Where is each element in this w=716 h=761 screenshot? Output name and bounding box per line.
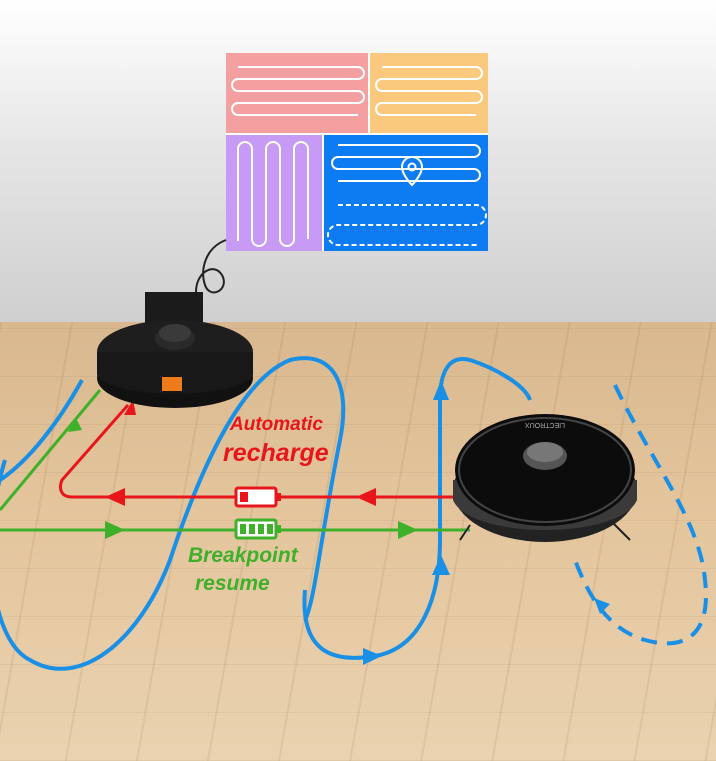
map-path-orange — [375, 66, 483, 116]
arrow-red-2 — [105, 488, 125, 506]
arrow-green-3 — [68, 418, 82, 432]
arrow-green-2 — [398, 521, 418, 539]
arrow-blue-dashed — [594, 598, 610, 614]
map-zone-blue — [324, 135, 488, 251]
arrow-green-1 — [105, 521, 125, 539]
recharge-path — [58, 404, 470, 499]
blue-path-far-left — [0, 379, 84, 482]
battery-low-icon — [234, 486, 281, 508]
arrow-red-3 — [124, 400, 136, 415]
location-pin-icon — [400, 155, 424, 187]
arrow-blue-down — [363, 648, 382, 665]
map-zone-purple — [226, 135, 322, 251]
docked-robot — [97, 292, 253, 408]
arrow-blue-up-1 — [433, 380, 449, 400]
arrow-red-1 — [356, 488, 376, 506]
arrow-blue-up-2 — [432, 555, 450, 575]
map-path-blue-dashed — [327, 204, 487, 246]
robot-brand-text: LIECTROUX — [525, 421, 565, 428]
battery-full-icon — [234, 518, 281, 540]
map-path-blue — [331, 144, 481, 182]
map-path-purple — [237, 141, 309, 247]
map-path-pink — [231, 66, 365, 116]
auto-recharge-label-line1: Automatic — [230, 414, 323, 435]
breakpoint-label-line2: resume — [195, 572, 270, 595]
power-cord — [195, 239, 227, 294]
cleaning-robot: LIECTROUX — [453, 414, 637, 542]
auto-recharge-label-line2: recharge — [223, 439, 329, 467]
breakpoint-label-line1: Breakpoint — [188, 544, 298, 567]
blue-path-left-loop — [0, 356, 346, 671]
blue-path-dashed-right — [573, 384, 708, 646]
room-map — [226, 53, 488, 251]
